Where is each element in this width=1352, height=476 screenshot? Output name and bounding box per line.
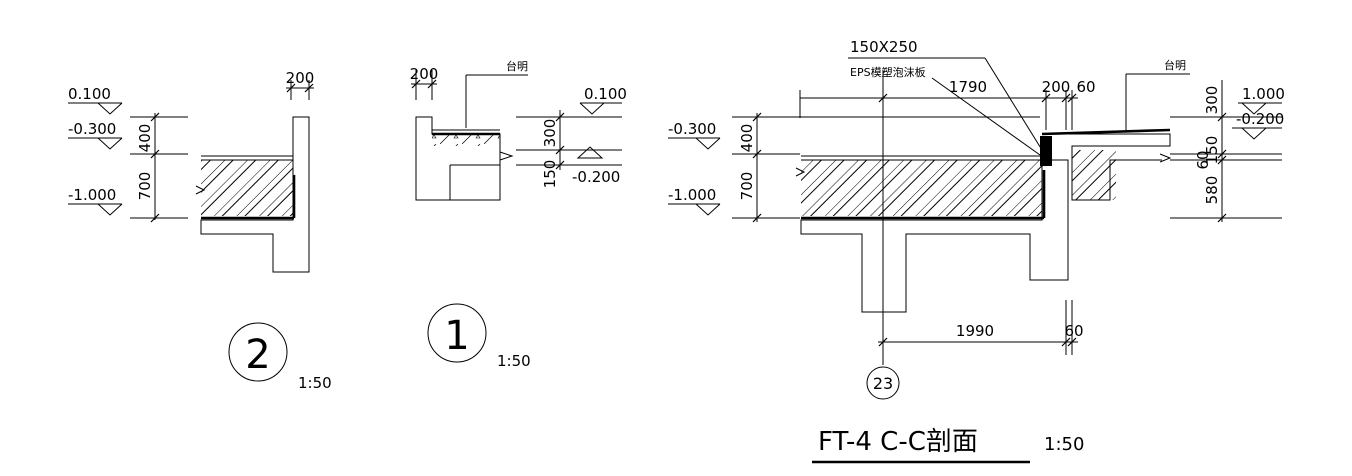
- dim-1790: 1790: [949, 78, 987, 96]
- level-mark-neg0200: -0.200: [1232, 110, 1284, 140]
- dim-60: 60: [1194, 150, 1212, 169]
- level-text: -0.300: [68, 120, 116, 138]
- level-text: 0.100: [584, 85, 627, 103]
- level-mark-neg1000: -1.000: [68, 186, 123, 216]
- level-mark-0100: 0.100: [68, 85, 123, 115]
- level-mark-neg1000: -1.000: [668, 186, 721, 216]
- level-text: -0.300: [668, 120, 716, 138]
- detail-1: 200 台明 300 150 0.100 -0.200: [410, 59, 627, 370]
- level-mark-0100: 0.100: [579, 85, 627, 115]
- level-mark-neg0300: -0.300: [668, 120, 721, 150]
- level-text: -0.200: [572, 168, 620, 186]
- dim-150: 150: [541, 160, 559, 189]
- section-title: FT-4 C-C剖面: [818, 427, 978, 457]
- dim-400: 400: [136, 124, 154, 153]
- level-mark-neg0200: -0.200: [572, 146, 620, 186]
- detail-number: 2: [245, 332, 270, 378]
- dim-200: 200: [1042, 78, 1071, 96]
- dim-300: 300: [541, 119, 559, 148]
- level-mark-neg0300: -0.300: [68, 120, 123, 150]
- detail-number: 1: [444, 313, 469, 359]
- dim-300: 300: [1203, 86, 1221, 115]
- level-text: -1.000: [68, 186, 116, 204]
- callout-material: EPS模塑泡沫板: [850, 65, 926, 79]
- callout-size: 150X250: [850, 38, 918, 56]
- section-cc: 150X250 EPS模塑泡沫板 台明 23 1790 200 60 -0.30…: [668, 38, 1285, 464]
- detail-2: 0.100 -0.300 -1.000 400 700 200: [68, 69, 332, 392]
- dim-150: 150: [1203, 136, 1221, 165]
- dim-60: 60: [1064, 322, 1083, 340]
- detail-scale: 1:50: [497, 352, 531, 370]
- dim-400: 400: [738, 124, 756, 153]
- section-scale: 1:50: [1044, 434, 1084, 455]
- level-mark-1000: 1.000: [1238, 85, 1285, 115]
- level-text: -1.000: [668, 186, 716, 204]
- dim-580: 580: [1203, 176, 1221, 205]
- axis-number: 23: [873, 374, 893, 393]
- dim-200: 200: [286, 69, 315, 87]
- dim-60: 60: [1076, 78, 1095, 96]
- level-text: -0.200: [1236, 110, 1284, 128]
- label-taiming: 台明: [506, 59, 528, 73]
- dim-700: 700: [136, 172, 154, 201]
- dim-200: 200: [410, 65, 439, 83]
- label-taiming: 台明: [1164, 58, 1186, 72]
- dim-700: 700: [738, 172, 756, 201]
- level-text: 0.100: [68, 85, 111, 103]
- dim-1990: 1990: [956, 322, 994, 340]
- detail-scale: 1:50: [298, 374, 332, 392]
- level-text: 1.000: [1242, 85, 1285, 103]
